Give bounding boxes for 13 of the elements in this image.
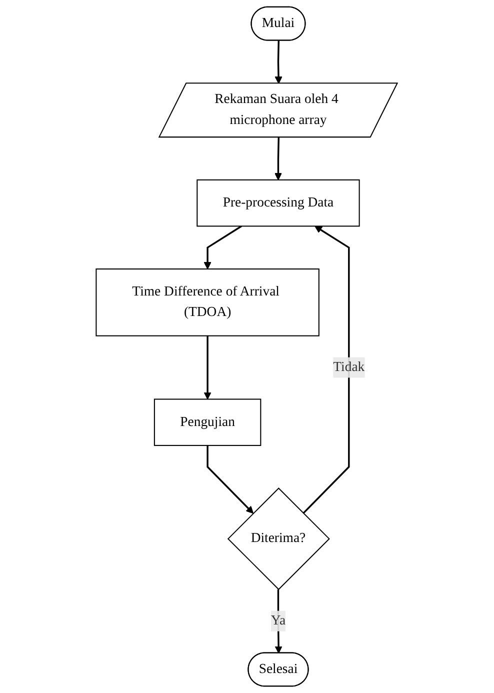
arrow [275, 40, 283, 84]
arrow [275, 589, 283, 654]
node-box: Pre-processing Data [196, 179, 360, 227]
node-diamond: Diterima? [228, 488, 330, 590]
edge-label: Tidak [333, 360, 365, 374]
arrow [274, 137, 282, 180]
arrow [206, 445, 254, 514]
node-box: Pengujian [154, 398, 262, 446]
node-box: Time Difference of Arrival (TDOA) [96, 268, 320, 336]
edge-label: Ya [271, 613, 286, 628]
arrow [302, 226, 350, 514]
arrow [204, 336, 212, 400]
arrow [204, 225, 242, 270]
